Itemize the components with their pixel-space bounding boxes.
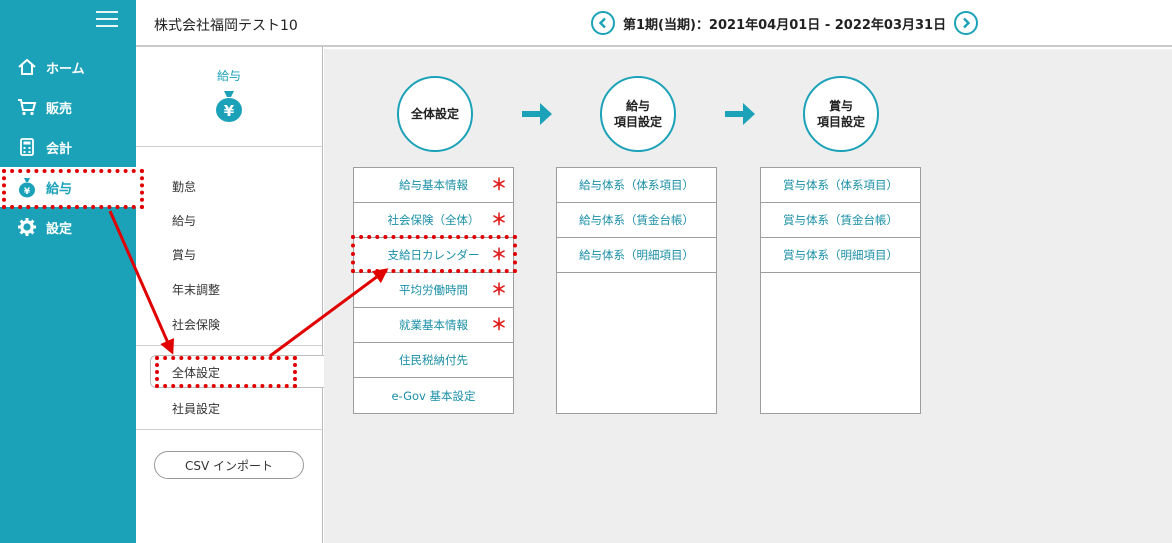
- svg-text:¥: ¥: [224, 102, 235, 120]
- main-nav: ホーム 販売 会計 ¥ 給与 設定: [0, 0, 136, 543]
- prev-period-button[interactable]: [591, 11, 615, 35]
- cart-icon: [16, 96, 38, 118]
- nav-item-label: 給与: [46, 181, 73, 197]
- svg-text:¥: ¥: [24, 187, 31, 197]
- list-item-egov-settings[interactable]: e-Gov 基本設定: [354, 378, 513, 413]
- subnav-item-label: 全体設定: [172, 366, 221, 380]
- required-mark: ＊: [490, 245, 507, 264]
- list-item-salary-structure-items[interactable]: 給与体系（体系項目）: [557, 168, 716, 203]
- required-mark: ＊: [490, 315, 507, 334]
- bonus-item-list: 賞与体系（体系項目） 賞与体系（賃金台帳） 賞与体系（明細項目）: [760, 167, 921, 414]
- money-bag-icon: ¥: [16, 176, 38, 198]
- nav-item-label: ホーム: [46, 61, 85, 77]
- list-item-label: 住民税納付先: [399, 353, 468, 367]
- list-item-label: 給与基本情報: [399, 178, 468, 192]
- subnav-divider: [136, 345, 322, 346]
- highlight-payroll-nav: [2, 169, 144, 209]
- list-item-salary-basic-info[interactable]: 給与基本情報 ＊: [354, 168, 513, 203]
- subnav-item-employee-settings[interactable]: 社員設定: [172, 402, 221, 416]
- subnav-title: 給与: [216, 69, 241, 83]
- payroll-subnav: 給与 ¥ 勤怠 給与 賞与 年末調整 社会保険 社員設定 CSV インポート: [136, 47, 323, 543]
- list-item-average-hours[interactable]: 平均労働時間 ＊: [354, 273, 513, 308]
- nav-item-label: 会計: [46, 141, 73, 157]
- highlight-overall-settings: [155, 356, 297, 388]
- money-bag-icon: ¥: [216, 91, 242, 122]
- list-item-bonus-structure-items[interactable]: 賞与体系（体系項目）: [761, 168, 920, 203]
- subnav-item-salary[interactable]: 給与: [172, 214, 197, 228]
- required-mark: ＊: [490, 280, 507, 299]
- nav-item-payroll[interactable]: ¥ 給与: [0, 167, 136, 207]
- step-salary-item-settings[interactable]: 給与 項目設定: [600, 76, 676, 152]
- required-mark: ＊: [490, 175, 507, 194]
- arrow-right-icon: [725, 103, 755, 125]
- subnav-divider: [136, 429, 322, 430]
- home-icon: [16, 56, 38, 78]
- gear-icon: [16, 216, 38, 238]
- nav-item-label: 販売: [46, 101, 73, 117]
- chevron-right-icon: [963, 17, 971, 29]
- overall-settings-list: 給与基本情報 ＊ 社会保険（全体） ＊ 支給日カレンダー ＊ 平均労働時間 ＊ 就業基本…: [353, 167, 514, 414]
- company-name: 株式会社福岡テスト10: [154, 18, 298, 34]
- list-item-social-insurance[interactable]: 社会保険（全体） ＊: [354, 203, 513, 238]
- list-item-bonus-wage-ledger[interactable]: 賞与体系（賃金台帳）: [761, 203, 920, 238]
- list-item-resident-tax-payee[interactable]: 住民税納付先: [354, 343, 513, 378]
- step-bonus-item-settings[interactable]: 賞与 項目設定: [803, 76, 879, 152]
- subnav-item-bonus[interactable]: 賞与: [172, 248, 197, 262]
- nav-item-label: 設定: [46, 221, 73, 237]
- period-label: 第1期(当期)：2021年04月01日 - 2022年03月31日: [623, 17, 947, 33]
- hamburger-menu-icon[interactable]: [96, 11, 118, 29]
- list-item-bonus-payslip-items[interactable]: 賞与体系（明細項目）: [761, 238, 920, 273]
- calculator-icon: [16, 136, 38, 158]
- list-item-label: 平均労働時間: [399, 283, 468, 297]
- next-period-button[interactable]: [954, 11, 979, 35]
- top-header: 株式会社福岡テスト10 第1期(当期)：2021年04月01日 - 2022年0…: [136, 0, 1172, 47]
- step-overall-settings[interactable]: 全体設定: [397, 76, 473, 152]
- list-item-label: e-Gov 基本設定: [391, 388, 476, 403]
- highlight-payday-calendar: [351, 235, 517, 273]
- arrow-right-icon: [522, 103, 552, 125]
- subnav-header: 給与 ¥: [136, 47, 322, 147]
- main-content: 全体設定 給与 項目設定 賞与 項目設定 給与基本情報 ＊ 社会保険（全体） ＊ 支…: [324, 49, 1172, 543]
- nav-item-home[interactable]: ホーム: [0, 47, 136, 87]
- list-item-label: 社会保険（全体）: [387, 213, 480, 227]
- nav-item-sales[interactable]: 販売: [0, 87, 136, 127]
- subnav-item-attendance[interactable]: 勤怠: [172, 180, 197, 194]
- csv-import-button[interactable]: CSV インポート: [154, 451, 304, 479]
- list-item-salary-payslip-items[interactable]: 給与体系（明細項目）: [557, 238, 716, 273]
- list-item-work-basic-info[interactable]: 就業基本情報 ＊: [354, 308, 513, 343]
- subnav-item-year-end[interactable]: 年末調整: [172, 283, 221, 297]
- list-item-label: 就業基本情報: [399, 318, 468, 332]
- list-item-salary-wage-ledger[interactable]: 給与体系（賃金台帳）: [557, 203, 716, 238]
- nav-item-accounting[interactable]: 会計: [0, 127, 136, 167]
- nav-item-settings[interactable]: 設定: [0, 207, 136, 247]
- subnav-item-social-insurance[interactable]: 社会保険: [172, 318, 221, 332]
- required-mark: ＊: [490, 210, 507, 229]
- salary-item-list: 給与体系（体系項目） 給与体系（賃金台帳） 給与体系（明細項目）: [556, 167, 717, 414]
- list-item-label: 支給日カレンダー: [387, 248, 480, 262]
- chevron-left-icon: [598, 17, 606, 29]
- period-selector: 第1期(当期)：2021年04月01日 - 2022年03月31日: [591, 11, 979, 35]
